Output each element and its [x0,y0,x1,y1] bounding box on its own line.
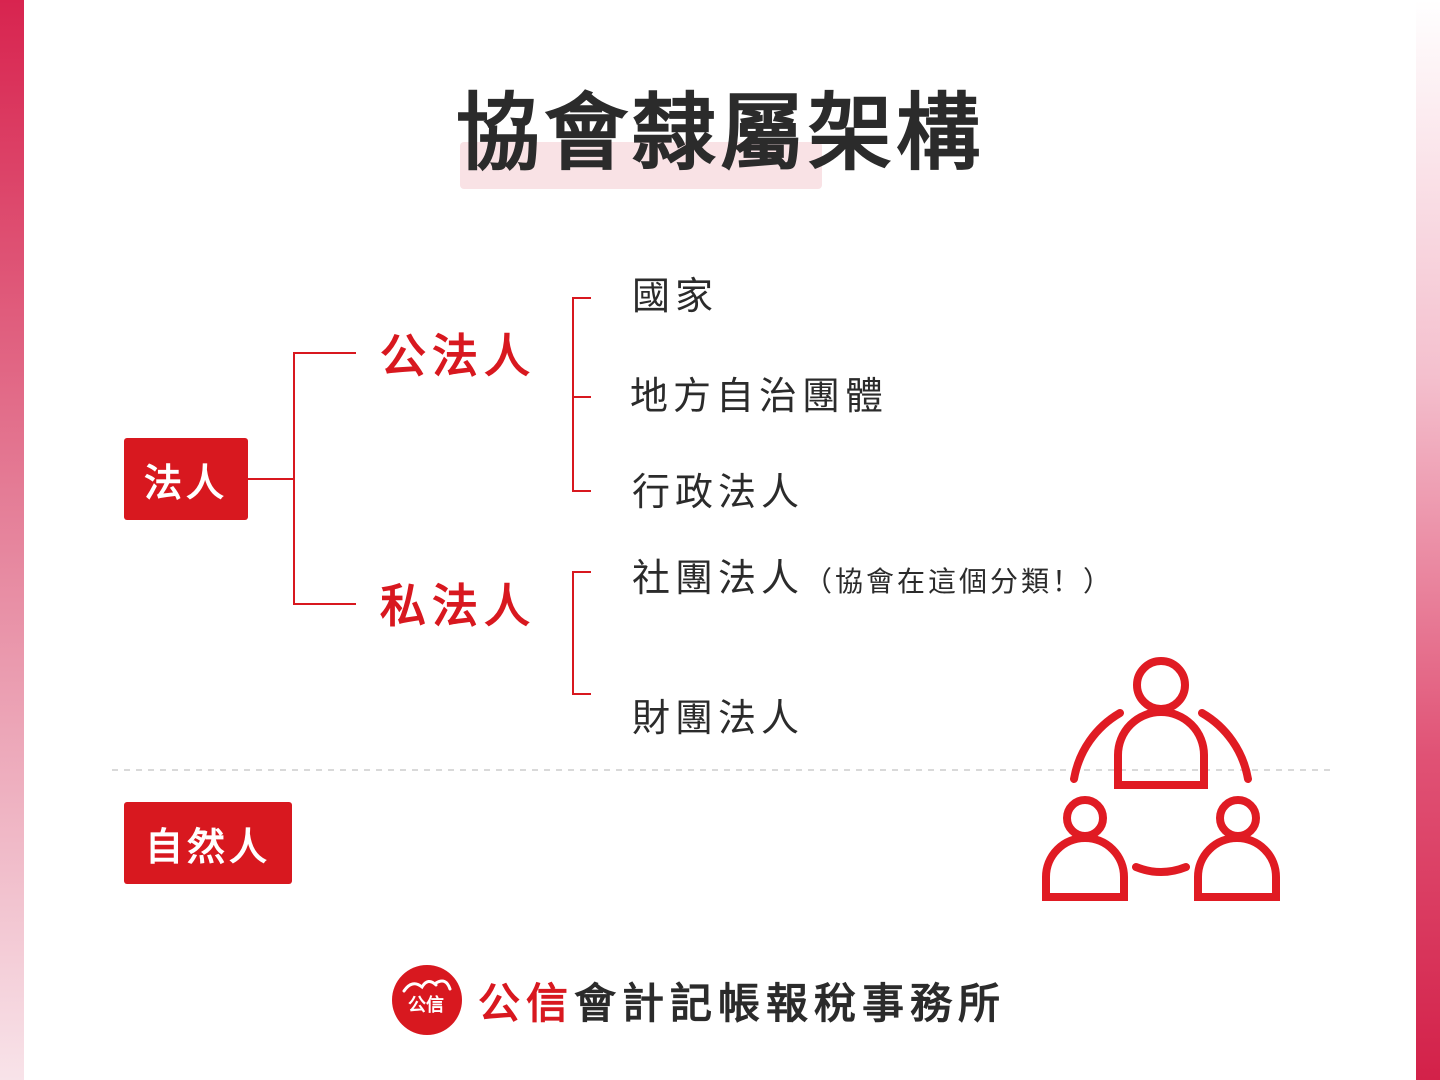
firm-rest: 會計記帳報稅事務所 [574,978,1007,1028]
legal-person-box: 法人 [124,438,248,520]
right-decor-bar [1416,0,1440,1080]
title-wrap: 協會隸屬架構 [0,78,1440,188]
footer: 公信 公信會計記帳報稅事務所 [390,964,1006,1036]
connector-bracket-public [572,297,591,492]
firm-name: 公信會計記帳報稅事務所 [478,970,1006,1031]
group-meeting-icon [1042,657,1280,901]
seal-glyph-1: 公信 [408,994,444,1016]
left-decor-bar [0,0,24,1080]
natural-person-box: 自然人 [124,802,292,884]
firm-brand: 公信 [478,978,575,1028]
private-item-association-label: 社團法人 [632,556,805,600]
association-note: （協會在這個分類！） [804,565,1115,598]
private-item-association: 社團法人（協會在這個分類！） [632,554,1114,606]
company-seal-logo: 公信 [392,965,462,1035]
public-item-local-government: 地方自治團體 [630,374,889,418]
page-title: 協會隸屬架構 [455,84,984,182]
private-item-foundation: 財團法人 [632,696,805,740]
public-item-administrative-corporation: 行政法人 [632,470,805,514]
connector-bracket-main [293,352,356,605]
connector-bracket-private [572,571,591,695]
title-highlight [460,142,822,189]
private-legal-person-label: 私法人 [380,579,536,633]
public-legal-person-label: 公法人 [380,329,536,383]
public-item-state: 國家 [632,274,719,318]
